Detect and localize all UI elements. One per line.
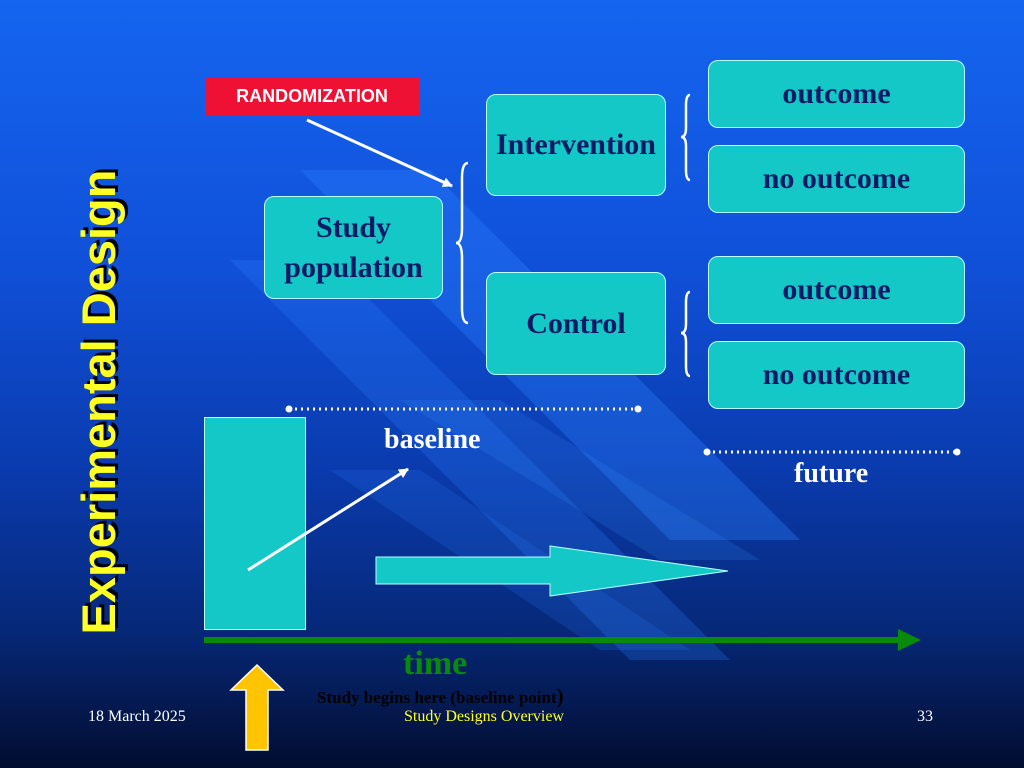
randomization-label: RANDOMIZATION [205, 78, 419, 115]
footer-page-number: 33 [917, 708, 933, 725]
study-population-line1: Study [315, 210, 392, 244]
control-box: Control [486, 272, 666, 375]
no-outcome-label-1: no outcome [762, 162, 911, 195]
study-begins-text: Study begins here (baseline point [317, 688, 557, 707]
population-brace [455, 161, 469, 325]
outcome-box-1: outcome [708, 60, 965, 128]
intervention-label: Intervention [496, 128, 656, 161]
baseline-arrow [247, 467, 409, 572]
study-population-line2: population [284, 250, 423, 284]
study-begins-label: Study begins here (baseline point) [317, 684, 564, 709]
progress-block-arrow [375, 545, 729, 597]
footer-date: 18 March 2025 [88, 708, 186, 725]
study-population-box: Study population [264, 196, 443, 299]
outcome-label-1: outcome [782, 77, 891, 110]
time-axis-arrowhead [898, 629, 921, 651]
randomization-arrow [306, 118, 453, 188]
footer-center: Study Designs Overview [404, 708, 564, 725]
control-brace [680, 290, 691, 378]
outcome-box-2: outcome [708, 256, 965, 324]
no-outcome-box-2: no outcome [708, 341, 965, 409]
baseline-label: baseline [384, 424, 481, 455]
baseline-up-arrow-icon [229, 663, 285, 751]
no-outcome-label-2: no outcome [762, 358, 911, 391]
time-label: time [403, 645, 468, 682]
no-outcome-box-1: no outcome [708, 145, 965, 213]
study-begins-paren: ) [556, 684, 564, 708]
study-start-rectangle [204, 417, 306, 630]
intervention-brace [680, 93, 691, 182]
future-label: future [794, 458, 869, 489]
control-label: Control [526, 306, 626, 340]
outcome-label-2: outcome [782, 273, 891, 306]
intervention-box: Intervention [486, 94, 666, 196]
